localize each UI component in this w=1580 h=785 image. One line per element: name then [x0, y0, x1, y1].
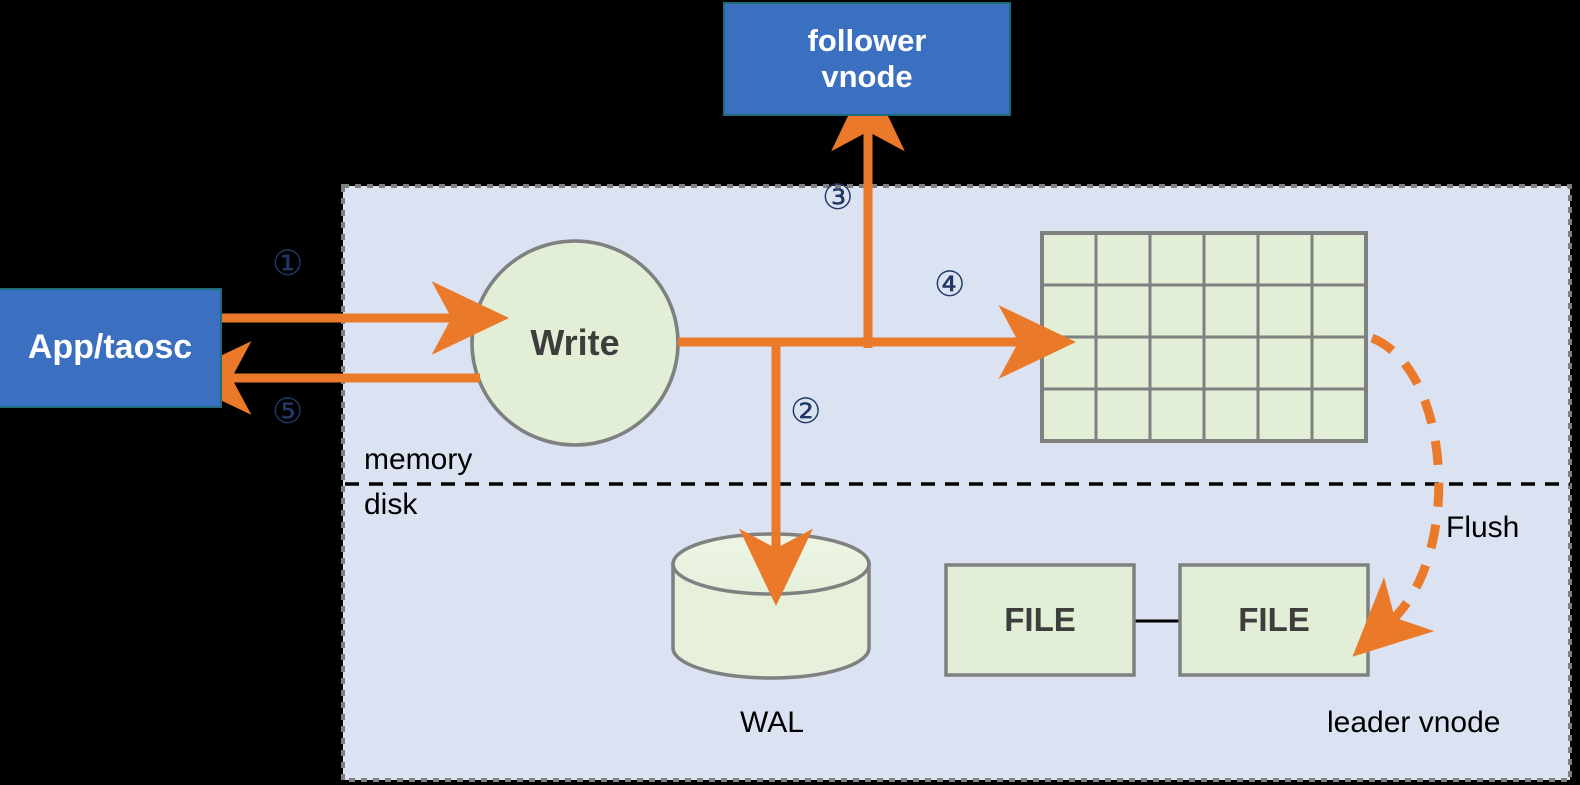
wal-cylinder: [671, 532, 871, 680]
write-node-label: Write: [530, 322, 620, 363]
step-number-3: ③: [822, 178, 854, 217]
file-box-right: [1178, 563, 1370, 677]
node-app-taosc-label: App/taosc: [27, 328, 193, 367]
file-box-left-label: FILE: [1004, 601, 1076, 638]
step-number-4: ④: [934, 265, 966, 304]
node-follower-vnode-label-line1: follower: [807, 23, 927, 59]
leader-vnode-label: leader vnode: [1327, 706, 1501, 739]
step-number-2: ②: [790, 392, 822, 431]
step-number-1: ①: [272, 244, 304, 283]
file-box-left: [944, 563, 1136, 677]
node-follower-vnode[interactable]: follower vnode: [723, 2, 1011, 116]
node-app-taosc[interactable]: App/taosc: [0, 288, 222, 408]
wal-caption: WAL: [740, 706, 804, 739]
step-number-5: ⑤: [272, 392, 304, 431]
file-box-right-label: FILE: [1238, 601, 1310, 638]
node-follower-vnode-label-line2: vnode: [821, 59, 913, 94]
memory-label: memory: [364, 443, 473, 476]
flush-label: Flush: [1446, 511, 1520, 544]
memtable-grid: [1040, 231, 1368, 443]
file-boxes: [944, 563, 1370, 677]
disk-label: disk: [364, 488, 418, 521]
